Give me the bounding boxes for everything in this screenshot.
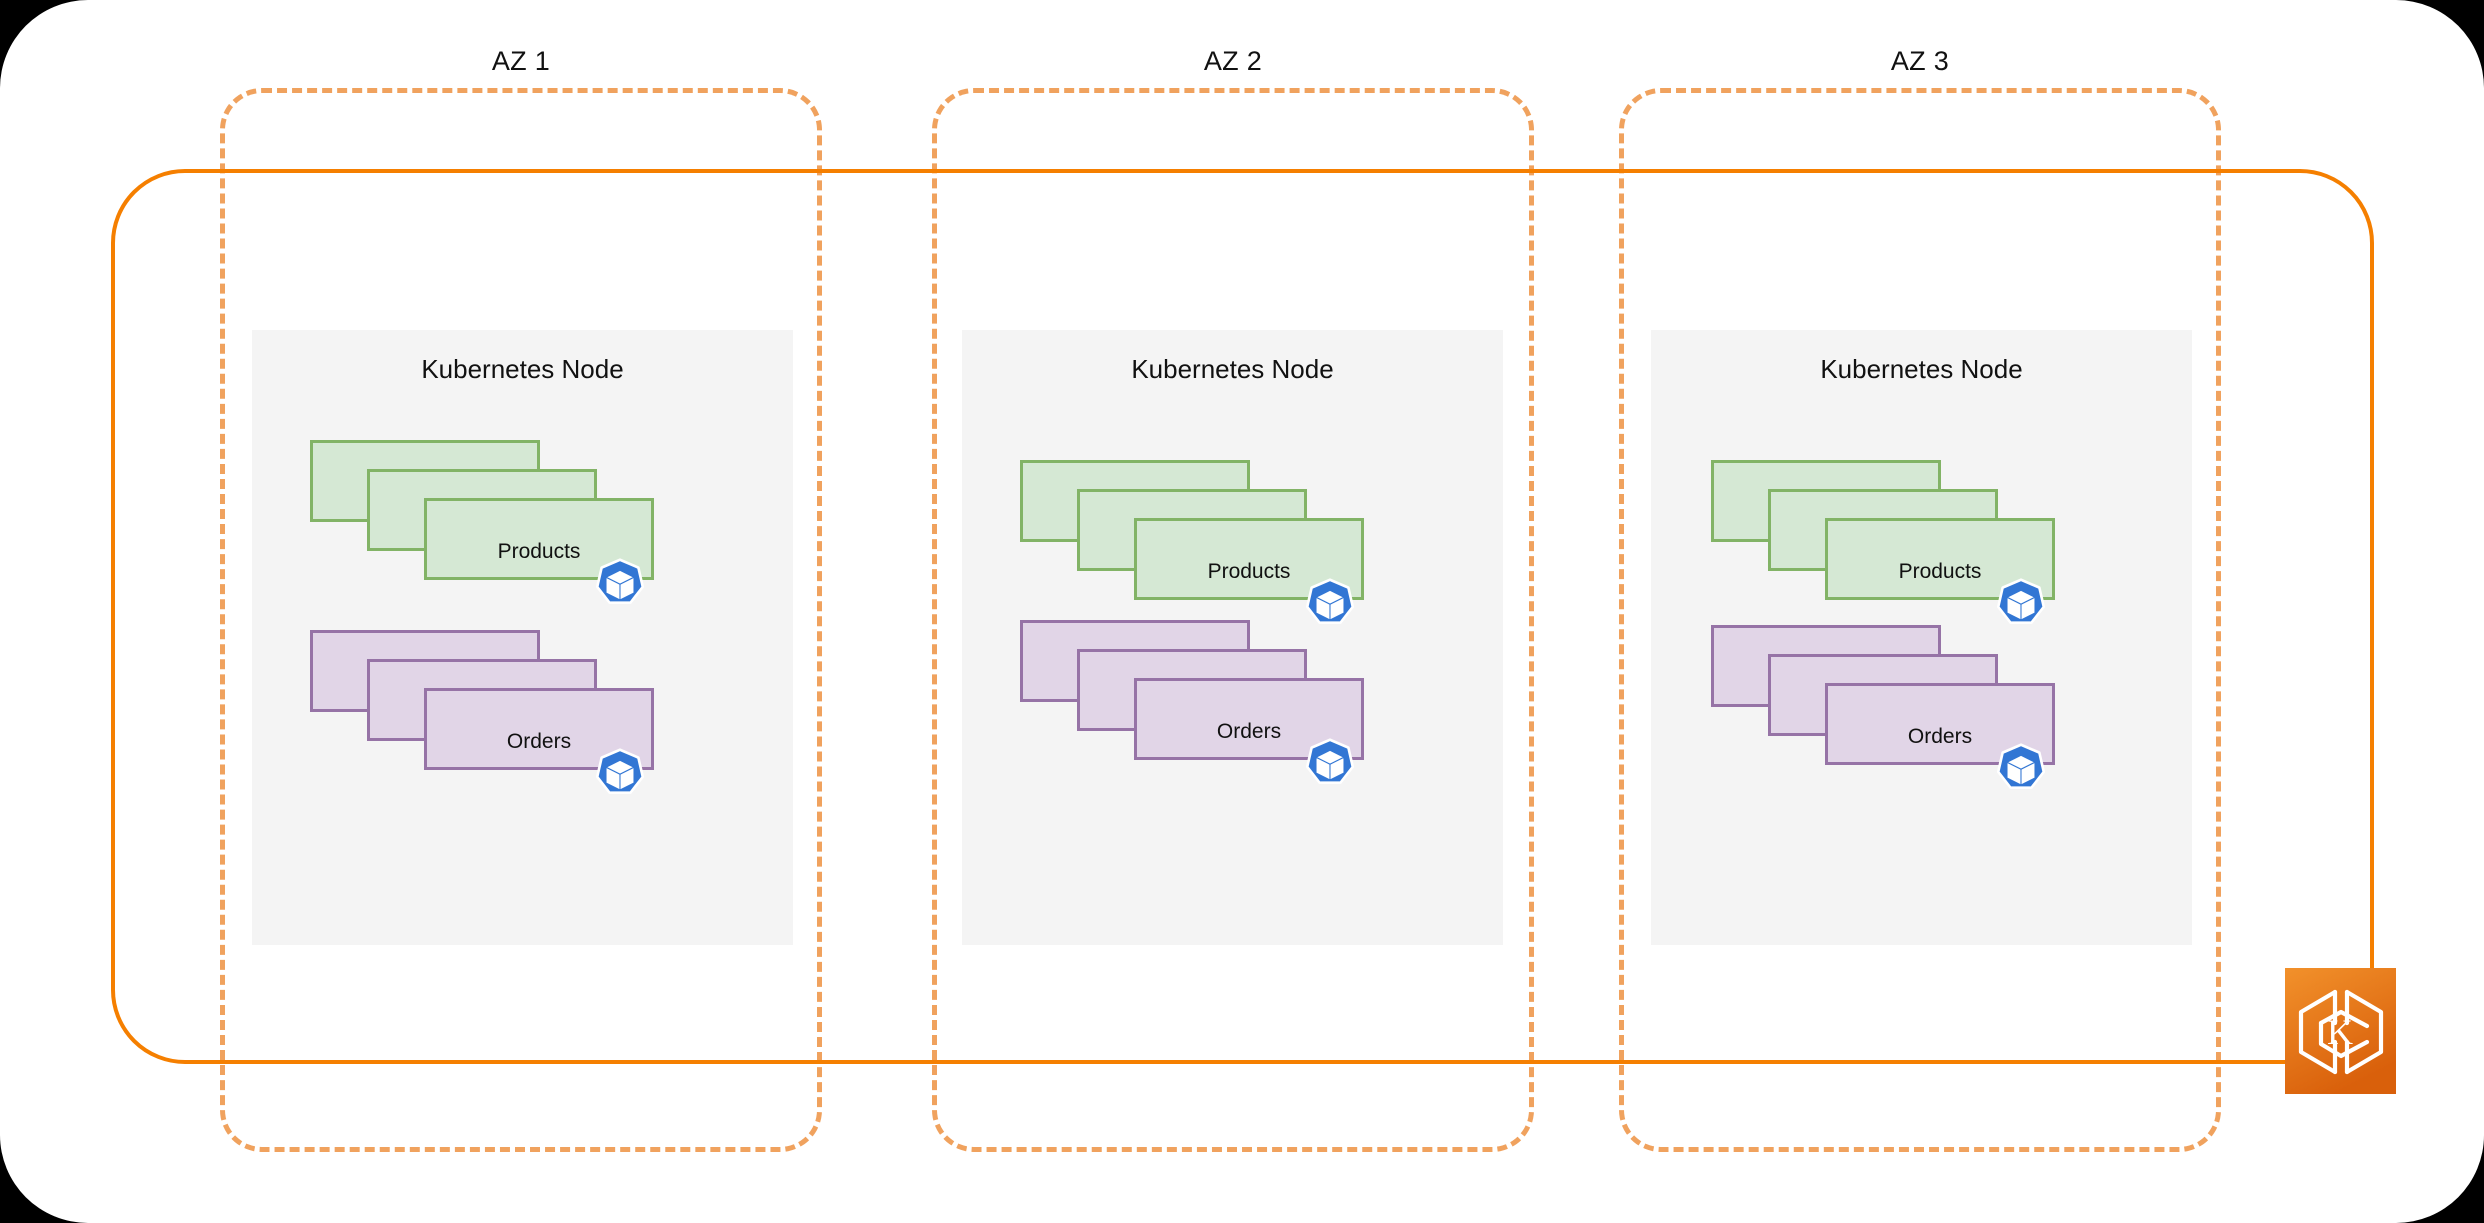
node-title-1: Kubernetes Node [421,354,624,384]
az-label-3: AZ 3 [1890,46,1950,76]
workload-stack-products-1[interactable]: Products [310,440,670,604]
az-label-2: AZ 2 [1203,46,1263,76]
kubernetes-pod-icon [1302,738,1358,794]
kubernetes-node-panel-2[interactable]: Kubernetes Node Products [962,330,1503,945]
node-title-2: Kubernetes Node [1131,354,1334,384]
workload-stack-orders-3[interactable]: Orders [1711,625,2071,789]
kubernetes-node-panel-3[interactable]: Kubernetes Node Products [1651,330,2192,945]
node-title-3: Kubernetes Node [1820,354,2023,384]
workload-stack-orders-2[interactable]: Orders [1020,620,1380,784]
kubernetes-pod-icon [592,748,648,804]
kubernetes-node-panel-1[interactable]: Kubernetes Node Products [252,330,793,945]
az-label-1: AZ 1 [491,46,551,76]
kubernetes-pod-icon [592,558,648,614]
kubernetes-pod-icon [1993,743,2049,799]
svg-text:K: K [2327,1012,2353,1052]
workload-stack-products-2[interactable]: Products [1020,460,1380,624]
workload-stack-products-3[interactable]: Products [1711,460,2071,624]
workload-stack-orders-1[interactable]: Orders [310,630,670,794]
amazon-eks-logo[interactable]: K [2285,968,2396,1094]
